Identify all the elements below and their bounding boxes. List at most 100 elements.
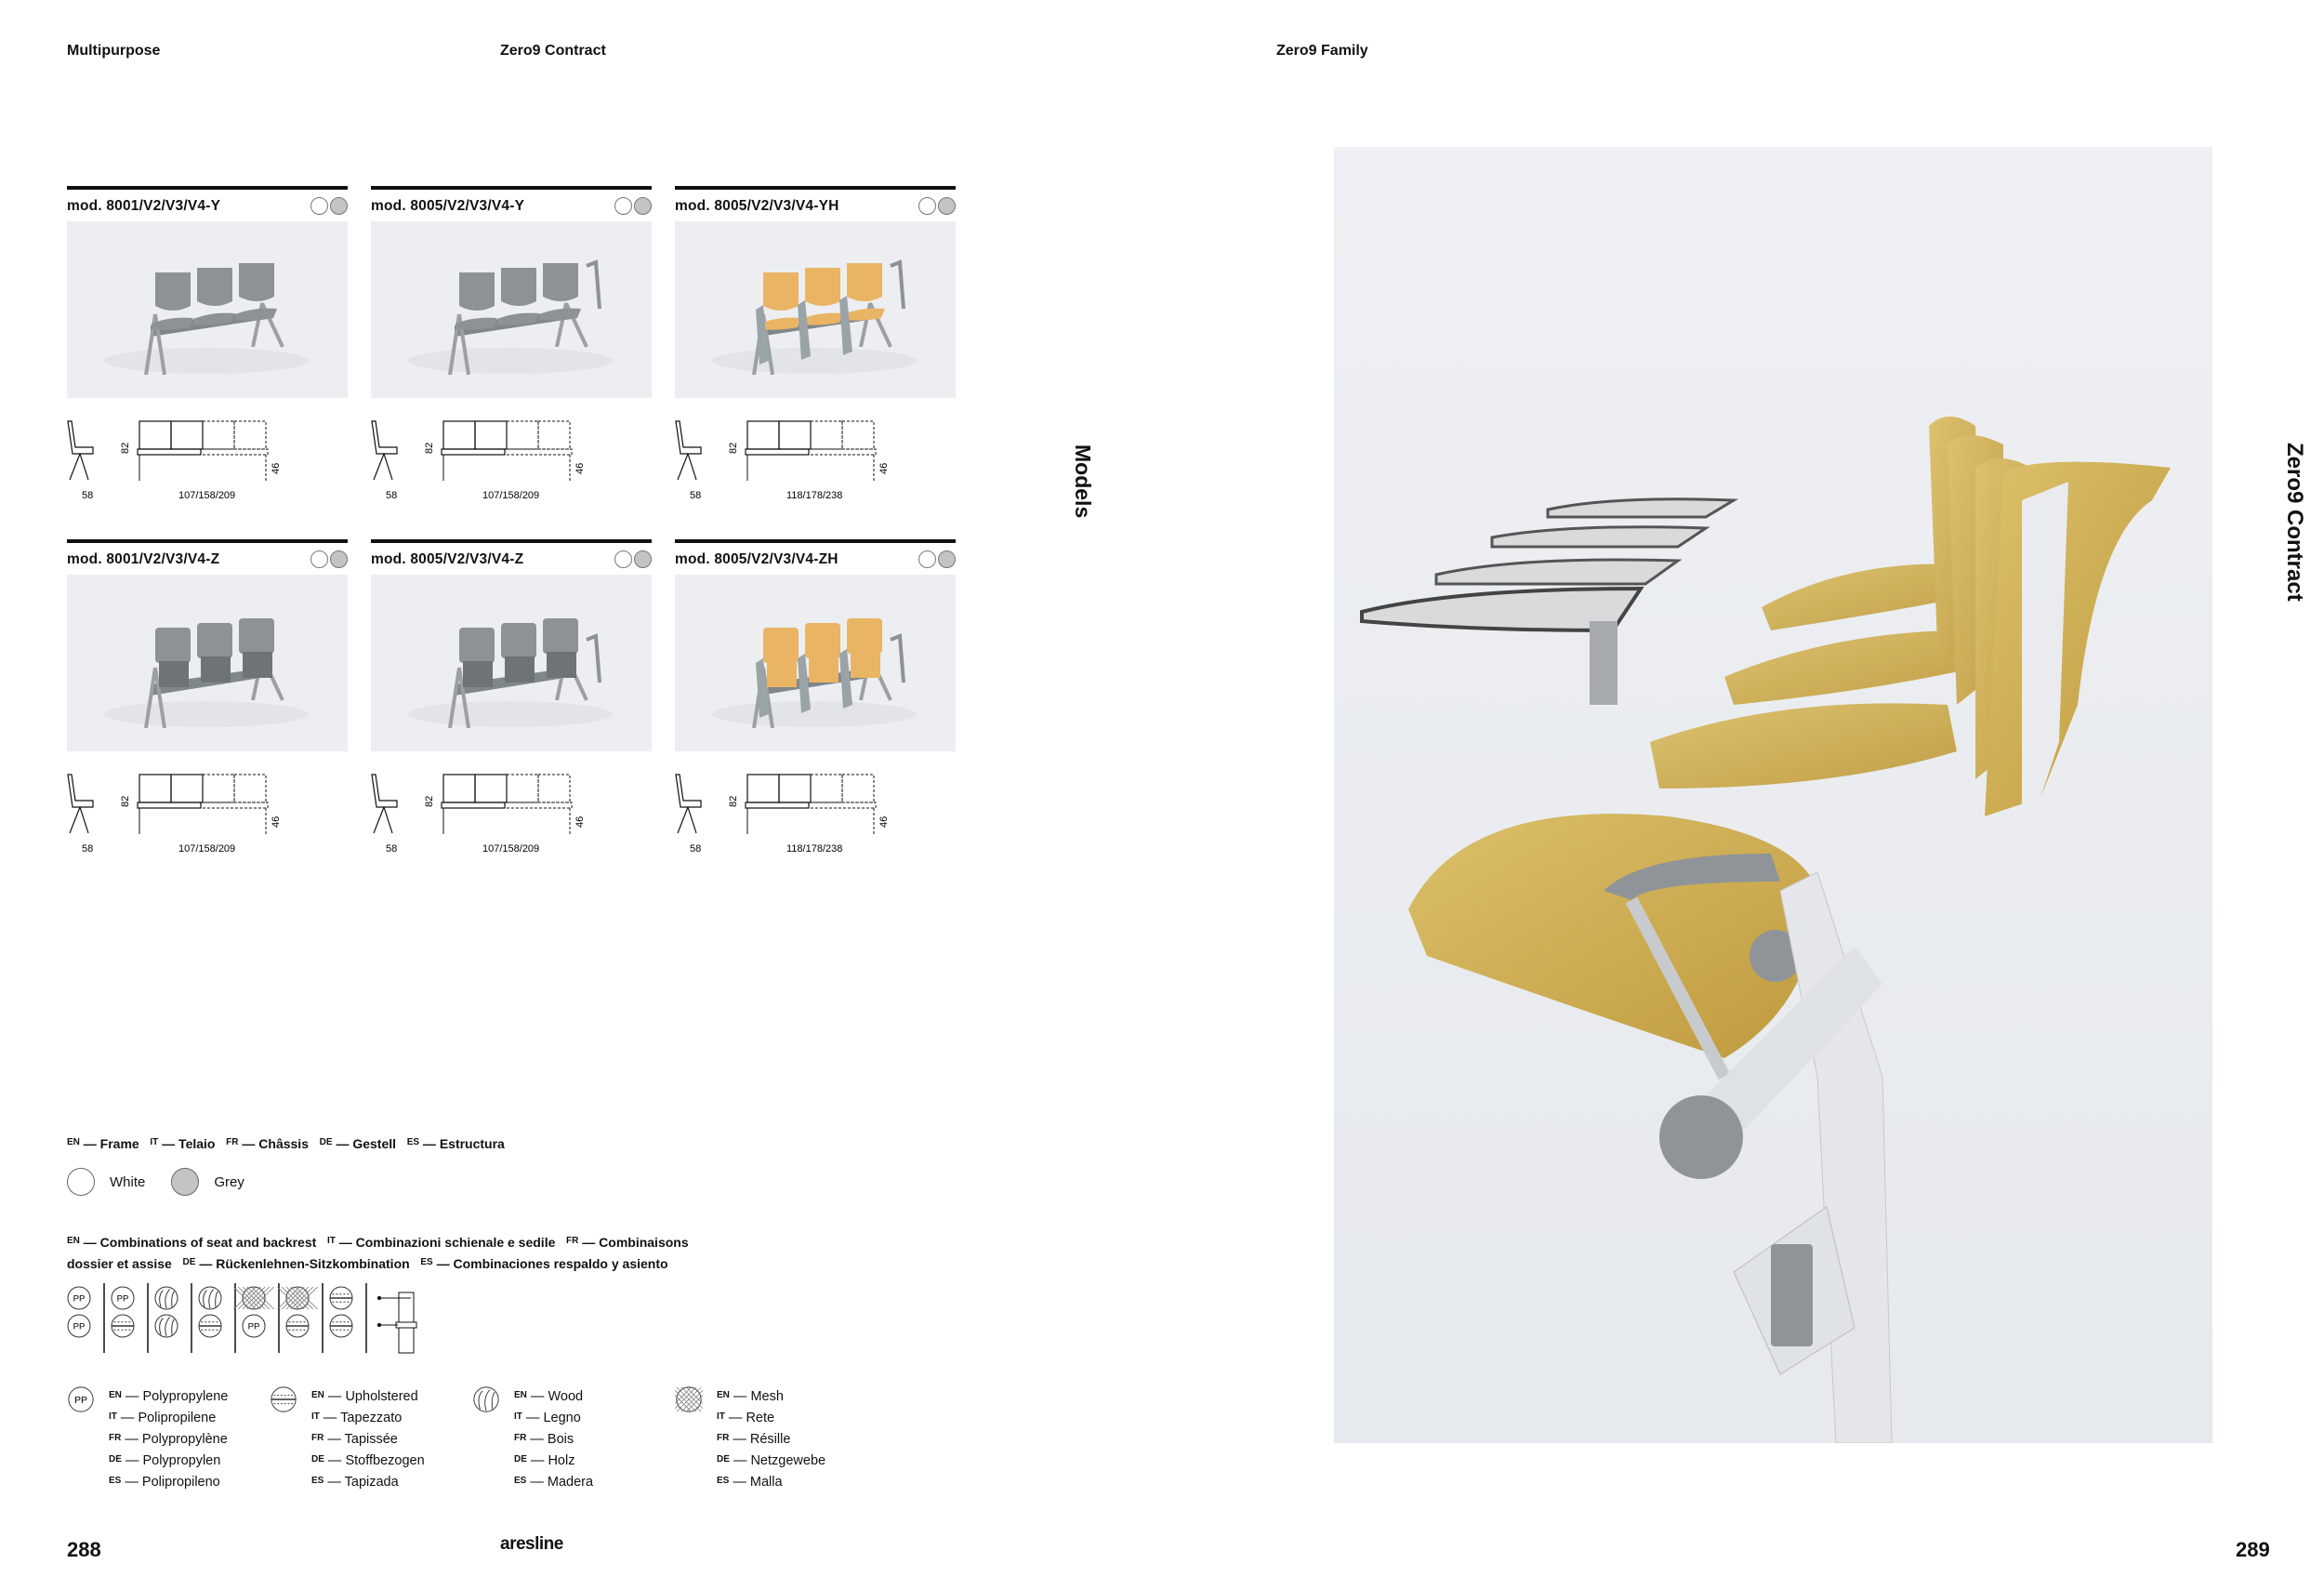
armrest xyxy=(586,633,601,683)
height-dim: 82 xyxy=(120,443,131,454)
grey-swatch xyxy=(330,550,348,568)
white-swatch xyxy=(918,197,936,215)
model-title: mod. 8005/V2/V3/V4-YH xyxy=(675,198,839,214)
chair-back xyxy=(805,623,840,658)
lang-entry: ES — Combinaciones respaldo y asiento xyxy=(420,1256,668,1271)
model-title: mod. 8005/V2/V3/V4-ZH xyxy=(675,551,838,567)
dimension-drawing: 82 46 58 118/178/238 xyxy=(675,770,956,858)
chair-back xyxy=(543,618,578,654)
chair-back xyxy=(847,263,882,301)
model-title: mod. 8001/V2/V3/V4-Y xyxy=(67,198,221,214)
wood-icon xyxy=(473,1386,499,1412)
leg xyxy=(448,302,588,376)
model-image xyxy=(675,575,956,751)
card-rule xyxy=(675,186,956,190)
model-image xyxy=(675,221,956,398)
dimension-drawing: 82 46 58 107/158/209 xyxy=(371,770,652,858)
collection-label: Zero9 Contract xyxy=(500,43,606,59)
width-dim: 107/158/209 xyxy=(482,490,539,501)
model-image xyxy=(67,221,348,398)
material-name: ES — Malla xyxy=(717,1475,783,1490)
lang-entry: IT — Combinazioni schienale e sedile xyxy=(326,1235,556,1250)
seat-height-dim: 46 xyxy=(878,463,890,474)
seat-height-dim: 46 xyxy=(271,463,282,474)
material-name: EN — Mesh xyxy=(717,1389,784,1404)
card-rule xyxy=(67,186,348,190)
section-label: Multipurpose xyxy=(67,43,161,59)
material-name: EN — Wood xyxy=(514,1389,584,1404)
material-name: ES — Madera xyxy=(514,1475,594,1490)
tablet-arm xyxy=(839,296,852,355)
material-name: EN — Upholstered xyxy=(311,1389,418,1404)
chair-seat xyxy=(759,317,801,330)
grey-swatch xyxy=(938,197,956,215)
dimension-drawing: 82 46 58 107/158/209 xyxy=(67,417,348,505)
models-heading: Models xyxy=(1071,444,1095,519)
material-name: ES — Tapizada xyxy=(311,1475,399,1490)
svg-text:PP: PP xyxy=(73,1322,86,1332)
card-rule xyxy=(67,539,348,543)
combination-pair xyxy=(277,1286,318,1338)
side-profile xyxy=(371,774,398,834)
leg xyxy=(144,302,284,376)
frame-colors: White Grey xyxy=(67,1168,271,1196)
model-card: mod. 8005/V2/V3/V4-Z xyxy=(371,539,652,858)
model-card: mod. 8005/V2/V3/V4-Y xyxy=(371,186,652,505)
depth-dim: 58 xyxy=(386,843,397,855)
chair-seat-folded xyxy=(851,652,880,678)
tablet-arm xyxy=(756,658,769,718)
material-name: FR — Polypropylène xyxy=(109,1432,228,1447)
material-name: IT — Tapezzato xyxy=(311,1411,403,1425)
color-options xyxy=(917,197,956,215)
seat-backrest-diagram xyxy=(377,1292,417,1354)
color-options xyxy=(917,550,956,568)
width-dim: 118/178/238 xyxy=(786,490,842,501)
white-swatch xyxy=(918,550,936,568)
model-image xyxy=(371,575,652,751)
chair-back xyxy=(459,628,495,663)
model-title: mod. 8005/V2/V3/V4-Z xyxy=(371,551,524,567)
seat-height-dim: 46 xyxy=(574,816,586,828)
combinations-heading: EN — Combinations of seat and backrest I… xyxy=(67,1231,811,1274)
mesh-icon xyxy=(675,1386,703,1412)
height-dim: 82 xyxy=(728,443,739,454)
chair-seat xyxy=(235,308,277,321)
lang-entry: FR — Châssis xyxy=(226,1136,309,1151)
frame-color-label: White xyxy=(110,1173,146,1190)
upholstered-icon xyxy=(271,1386,297,1412)
width-dim: 107/158/209 xyxy=(178,490,235,501)
chair-seat-folded xyxy=(201,656,231,682)
pp-icon: PP xyxy=(68,1386,94,1412)
white-swatch xyxy=(614,197,632,215)
card-rule xyxy=(371,186,652,190)
frame-color-label: Grey xyxy=(214,1173,244,1190)
frame-color-swatch xyxy=(171,1168,200,1196)
chair-seat-folded xyxy=(159,661,189,687)
white-swatch xyxy=(310,550,328,568)
chair-back xyxy=(763,272,799,311)
tablet-arm xyxy=(756,305,769,364)
dimension-drawing: 82 46 58 107/158/209 xyxy=(371,417,652,505)
model-image xyxy=(67,575,348,751)
chair-back xyxy=(239,263,274,301)
grey-swatch xyxy=(634,197,652,215)
chair-seat-folded xyxy=(767,661,797,687)
material-name: FR — Bois xyxy=(514,1432,574,1447)
chair-seat-folded xyxy=(243,652,272,678)
svg-text:PP: PP xyxy=(117,1294,129,1305)
depth-dim: 58 xyxy=(82,490,93,501)
width-dim: 107/158/209 xyxy=(482,843,539,855)
depth-dim: 58 xyxy=(82,843,93,855)
lang-entry: FR — Combinaisons xyxy=(566,1235,689,1250)
material-name: ES — Polipropileno xyxy=(109,1475,220,1490)
seat-height-dim: 46 xyxy=(574,463,586,474)
width-dim: 118/178/238 xyxy=(786,843,842,855)
depth-dim: 58 xyxy=(690,843,701,855)
chair-back xyxy=(239,618,274,654)
lang-entry: DE — Gestell xyxy=(319,1136,397,1151)
chair-seat-folded xyxy=(463,661,493,687)
white-swatch xyxy=(614,550,632,568)
material-name: DE — Holz xyxy=(514,1453,575,1468)
color-options xyxy=(309,550,348,568)
material-name: DE — Polypropylen xyxy=(109,1453,221,1468)
